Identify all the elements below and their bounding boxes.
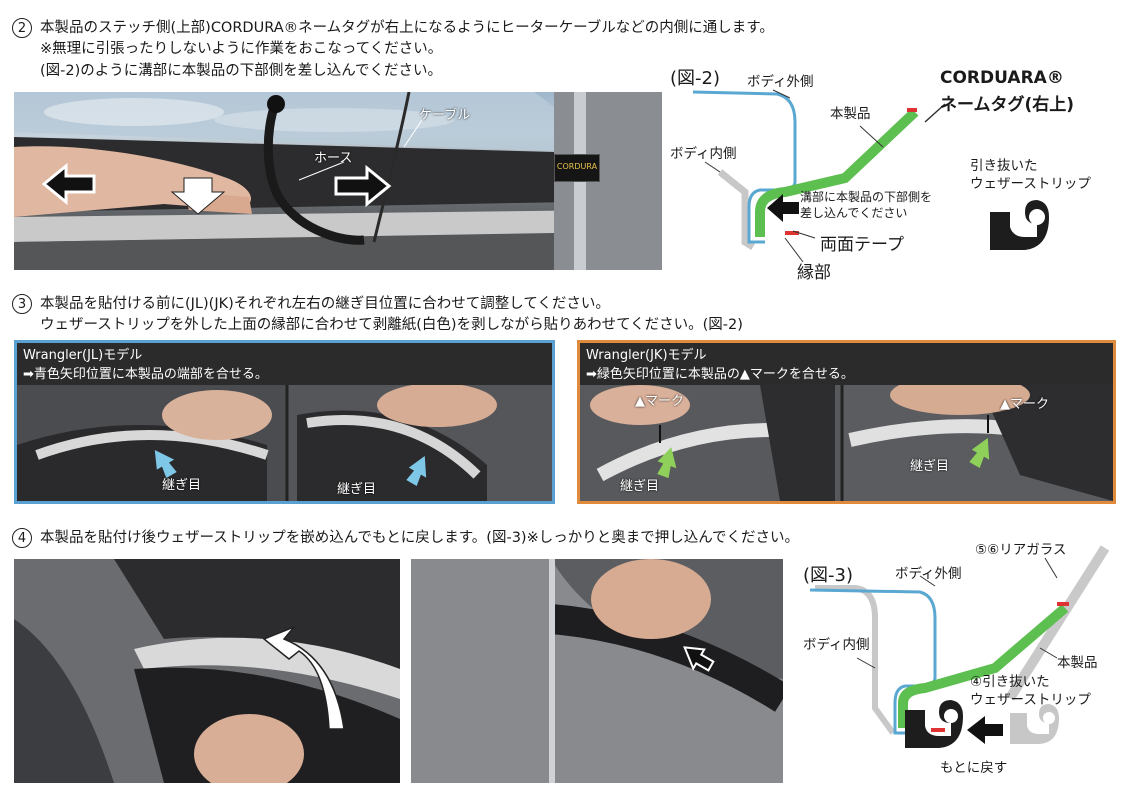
jl-header: Wrangler(JL)モデル ➡青色矢印位置に本製品の端部を合せる。 [17, 343, 552, 385]
fig2-removed-2: ウェザーストリップ [970, 176, 1091, 192]
step-number: 3 [12, 294, 32, 314]
fig2-title: (図-2) [670, 68, 720, 89]
fig3-rear-glass: ⑤⑥リアガラス [975, 542, 1067, 558]
jk-panel: Wrangler(JK)モデル ➡緑色矢印位置に本製品の▲マークを合せる。 ▲マ… [577, 340, 1116, 504]
jk-seam-left: 継ぎ目 [620, 479, 660, 494]
jl-panel: Wrangler(JL)モデル ➡青色矢印位置に本製品の端部を合せる。 継ぎ目 … [14, 340, 555, 504]
cable-label: ケーブル [419, 108, 471, 123]
jl-title: Wrangler(JL)モデル [23, 348, 143, 363]
fig3-removed-2: ウェザーストリップ [970, 692, 1091, 708]
cordura-tag: CORDURA [554, 154, 600, 182]
jk-seam-right: 継ぎ目 [910, 459, 950, 474]
step-number: 2 [12, 18, 32, 38]
fig3-product: 本製品 [1057, 655, 1098, 671]
jl-note: ➡青色矢印位置に本製品の端部を合せる。 [23, 367, 268, 382]
fig3-body-inner: ボディ内側 [803, 637, 870, 653]
figure-2: (図-2) ボディ外側 本製品 CORDUARA® ネームタグ(右上) ボディ内… [665, 62, 1135, 287]
step-number: 4 [12, 528, 32, 548]
fig2-cordura-2: ネームタグ(右上) [940, 95, 1075, 115]
step4-photo-right [411, 559, 783, 783]
jk-note: ➡緑色矢印位置に本製品の▲マークを合せる。 [586, 367, 854, 382]
figure-3: (図-3) ⑤⑥リアガラス ボディ外側 ボディ内側 本製品 ④引き抜いた ウェザ… [795, 538, 1135, 783]
jk-mark-right: ▲マーク [1000, 397, 1049, 412]
fig3-title: (図-3) [803, 565, 853, 586]
fig2-tape: 両面テープ [820, 235, 904, 255]
jl-seam-right: 継ぎ目 [337, 482, 377, 497]
step2-line2: ※無理に引張ったりしないように作業をおこなってください。 [40, 41, 443, 57]
fig2-product: 本製品 [830, 106, 871, 122]
fig2-groove-1: 溝部に本製品の下部側を [800, 190, 933, 204]
step3-line2: ウェザーストリップを外した上面の縁部に合わせて剥離紙(白色)を剥しながら貼りあわ… [40, 317, 743, 333]
fig3-removed-1: ④引き抜いた [970, 674, 1050, 690]
jl-seam-left: 継ぎ目 [162, 478, 202, 493]
fig3-body-outer: ボディ外側 [895, 566, 962, 582]
fig2-groove-2: 差し込んでください [800, 206, 908, 220]
step2-photo: ホース ケーブル CORDURA [14, 92, 662, 270]
step4-photo-left [14, 559, 400, 783]
hose-label: ホース [314, 151, 353, 166]
fig3-restore: もとに戻す [940, 760, 1008, 776]
fig2-removed-1: 引き抜いた [970, 158, 1038, 174]
step2-line3: (図-2)のように溝部に本製品の下部側を差し込んでください。 [40, 63, 443, 79]
fig2-cordura-1: CORDUARA® [940, 68, 1064, 88]
fig2-body-outer: ボディ外側 [747, 74, 814, 90]
jk-mark-left: ▲マーク [635, 394, 684, 409]
fig2-edge: 縁部 [797, 263, 831, 283]
fig2-body-inner: ボディ内側 [670, 146, 737, 162]
jk-title: Wrangler(JK)モデル [586, 348, 707, 363]
jk-header: Wrangler(JK)モデル ➡緑色矢印位置に本製品の▲マークを合せる。 [580, 343, 1113, 385]
